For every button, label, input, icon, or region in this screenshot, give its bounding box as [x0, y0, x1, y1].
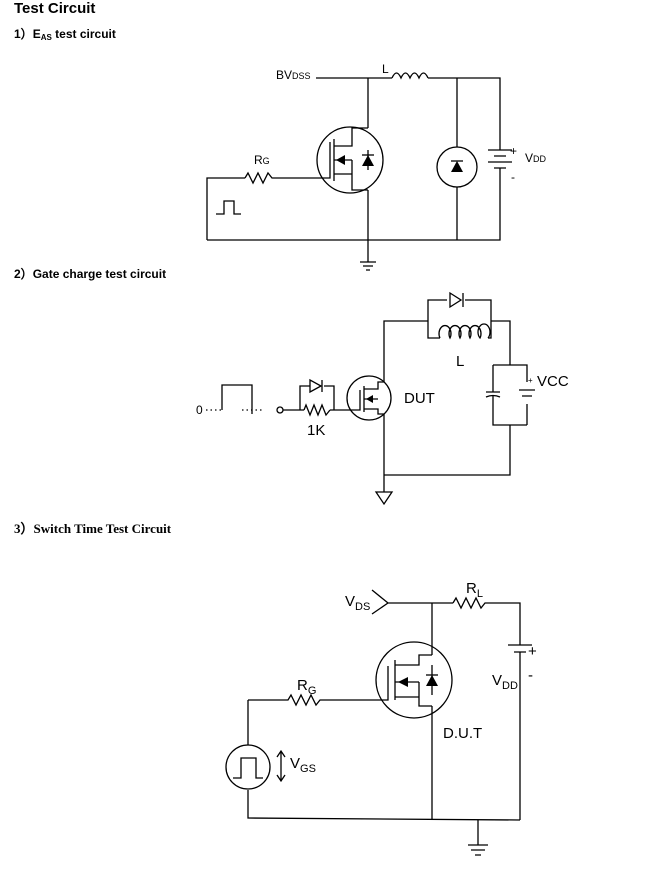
- c2-label-l: L: [456, 353, 464, 370]
- c1-resistor-rg: [244, 171, 320, 185]
- c1-label-minus: -: [511, 170, 515, 184]
- c2-mosfet-channel: [364, 381, 384, 415]
- c2-label-1k: 1K: [307, 422, 325, 439]
- c1-label-rg: RG: [254, 153, 270, 167]
- c1-label-l: L: [382, 62, 389, 76]
- c3-label-rg: RG: [297, 677, 316, 697]
- c3-label-plus: +: [528, 643, 537, 660]
- c3-ground-icon: [468, 820, 488, 856]
- c2-pulse-icon: [221, 384, 253, 414]
- c3-mosfet-arrow: [398, 677, 408, 687]
- c2-cap-1: [485, 391, 501, 398]
- section-number-2: 2）: [14, 267, 33, 281]
- c2-top-branch: [427, 299, 511, 365]
- c3-resistor-rl: [452, 596, 521, 645]
- section-text-2: Gate charge test circuit: [32, 267, 167, 281]
- c2-input-node: [276, 406, 284, 414]
- c2-ground-icon: [374, 491, 394, 506]
- section-text-e: E: [32, 27, 41, 41]
- circuit-2-gate-charge: 0 DUT 1K L VCC +: [196, 291, 569, 506]
- c3-left-wire: [247, 700, 521, 821]
- c1-battery: [488, 149, 512, 178]
- section-heading-2: 2）Gate charge test circuit: [14, 265, 166, 282]
- c2-top-diode: [449, 291, 463, 309]
- c3-source-pulse-icon: [233, 757, 263, 779]
- c3-label-vdd: VDD: [492, 672, 518, 692]
- c2-inductor: [438, 323, 491, 340]
- c2-bottom-wire: [384, 425, 511, 476]
- c3-mosfet-channel: [395, 654, 432, 707]
- c2-wires-diode-res: [283, 385, 352, 411]
- c3-mosfet-gate: [330, 660, 396, 701]
- section-heading-3: 3）Switch Time Test Circuit: [14, 518, 171, 537]
- c2-drain-wire: [383, 320, 428, 382]
- c3-label-rl: RL: [466, 580, 483, 600]
- page-title: Test Circuit: [14, 0, 96, 17]
- section-number-1: 1）: [14, 27, 33, 41]
- c3-vgs-arrow-icon: [276, 749, 286, 783]
- c1-label-bv: BVDSS: [276, 68, 311, 82]
- c1-left-wire: [206, 177, 245, 240]
- c2-label-vcc: VCC: [537, 373, 569, 390]
- c3-label-vgs: VGS: [290, 755, 316, 775]
- c2-cap-2: [519, 389, 535, 397]
- c1-ground-icon: [360, 261, 376, 271]
- c2-label-zero: 0: [196, 403, 203, 417]
- c3-body-diode-triangle: [426, 675, 438, 686]
- c3-label-dut: D.U.T: [443, 725, 482, 742]
- circuit-1-eas: BVDSS L RG + VDD -: [206, 62, 547, 271]
- c2-label-dut: DUT: [404, 390, 435, 407]
- section-number-3: 3）: [14, 521, 34, 536]
- c3-label-vds: VDS: [345, 593, 370, 613]
- section-text-3: Switch Time Test Circuit: [33, 521, 172, 536]
- section-text-sub: AS: [40, 33, 52, 42]
- c1-bottom-wire: [207, 178, 501, 241]
- c1-label-vdd: VDD: [525, 151, 547, 165]
- c1-diode-triangle: [451, 161, 463, 172]
- c1-mosfet-circle: [316, 126, 384, 194]
- c3-resistor-rg: [248, 693, 330, 707]
- section-heading-1: 1）EAS test circuit: [14, 25, 116, 42]
- c2-capacitors: [492, 364, 528, 426]
- c1-top-wire: [316, 77, 501, 150]
- c1-mosfet-gate: [320, 139, 335, 181]
- c3-mosfet-circle: [375, 641, 453, 719]
- c1-pulse-icon: [216, 200, 241, 215]
- c3-label-minus: -: [528, 667, 533, 684]
- c2-mosfet-arrow: [366, 395, 373, 403]
- c3-vds-arrow: [371, 589, 453, 615]
- c1-inductor: [391, 72, 429, 80]
- c1-mosfet-arrow: [336, 155, 345, 165]
- c2-resistor-1k: [303, 403, 331, 417]
- section-text-rest: test circuit: [51, 27, 116, 41]
- c3-source-circle: [225, 744, 271, 790]
- circuit-3-switch-time: VDS RL + VDD - RG D.U.T VGS: [225, 580, 537, 856]
- c2-label-plus: +: [528, 376, 533, 385]
- c1-label-plus: +: [510, 144, 517, 158]
- c2-mosfet-gate: [352, 386, 365, 412]
- c2-diode-triangle: [309, 378, 323, 394]
- c2-mosfet-circle: [346, 375, 392, 421]
- c1-body-diode-triangle: [362, 155, 374, 166]
- c3-battery: [508, 644, 532, 820]
